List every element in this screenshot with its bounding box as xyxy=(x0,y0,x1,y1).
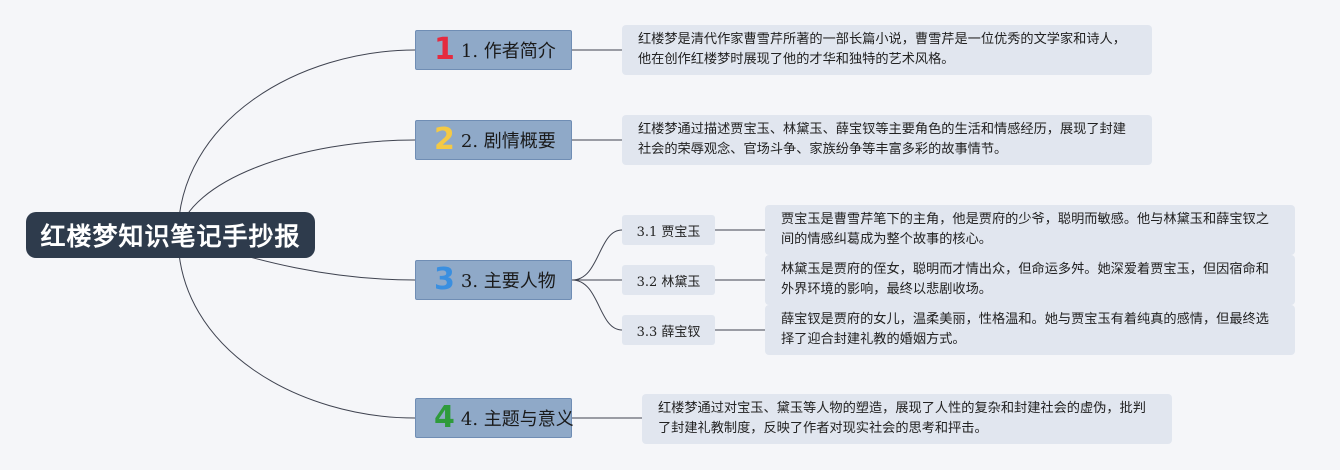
topic-author-desc: 红楼梦是清代作家曹雪芹所著的一部长篇小说，曹雪芹是一位优秀的文学家和诗人，他在创… xyxy=(622,25,1152,75)
topic-author[interactable]: 1 1. 作者简介 xyxy=(415,30,572,70)
topic-label: 1. 作者简介 xyxy=(460,41,556,62)
link-topic3-sub3 xyxy=(571,279,623,331)
subtopic-daiyu[interactable]: 3.2 林黛玉 xyxy=(622,265,715,295)
subtopic-daiyu-desc: 林黛玉是贾府的侄女，聪明而才情出众，但命运多舛。她深爱着贾宝玉，但因宿命和外界环… xyxy=(765,255,1295,305)
number-3-icon: 3 xyxy=(434,262,455,297)
subtopic-baochai[interactable]: 3.3 薛宝钗 xyxy=(622,315,715,345)
topic-plot[interactable]: 2 2. 剧情概要 xyxy=(415,120,572,160)
number-1-icon: 1 xyxy=(434,32,455,67)
root-title[interactable]: 红楼梦知识笔记手抄报 xyxy=(26,212,315,258)
topic-theme-desc: 红楼梦通过对宝玉、黛玉等人物的塑造，展现了人性的复杂和封建社会的虚伪，批判了封建… xyxy=(642,394,1172,444)
topic-plot-desc: 红楼梦通过描述贾宝玉、林黛玉、薛宝钗等主要角色的生活和情感经历，展现了封建社会的… xyxy=(622,115,1152,165)
link-root-topic1 xyxy=(177,49,416,237)
number-4-icon: 4 xyxy=(434,400,455,435)
link-topic3-sub1 xyxy=(571,229,623,281)
topic-theme[interactable]: 4 4. 主题与意义 xyxy=(415,398,574,438)
subtopic-baochai-desc: 薛宝钗是贾府的女儿，温柔美丽，性格温和。她与贾宝玉有着纯真的感情，但最终选择了迎… xyxy=(765,305,1295,355)
topic-label: 2. 剧情概要 xyxy=(460,131,556,152)
subtopic-baoyu-desc: 贾宝玉是曹雪芹笔下的主角，他是贾府的少爷，聪明而敏感。他与林黛玉和薛宝钗之间的情… xyxy=(765,205,1295,255)
topic-label: 4. 主题与意义 xyxy=(460,409,574,430)
topic-label: 3. 主要人物 xyxy=(460,271,556,292)
topic-characters[interactable]: 3 3. 主要人物 xyxy=(415,260,572,300)
subtopic-baoyu[interactable]: 3.1 贾宝玉 xyxy=(622,215,715,245)
link-root-topic4 xyxy=(177,235,416,419)
number-2-icon: 2 xyxy=(434,122,455,157)
